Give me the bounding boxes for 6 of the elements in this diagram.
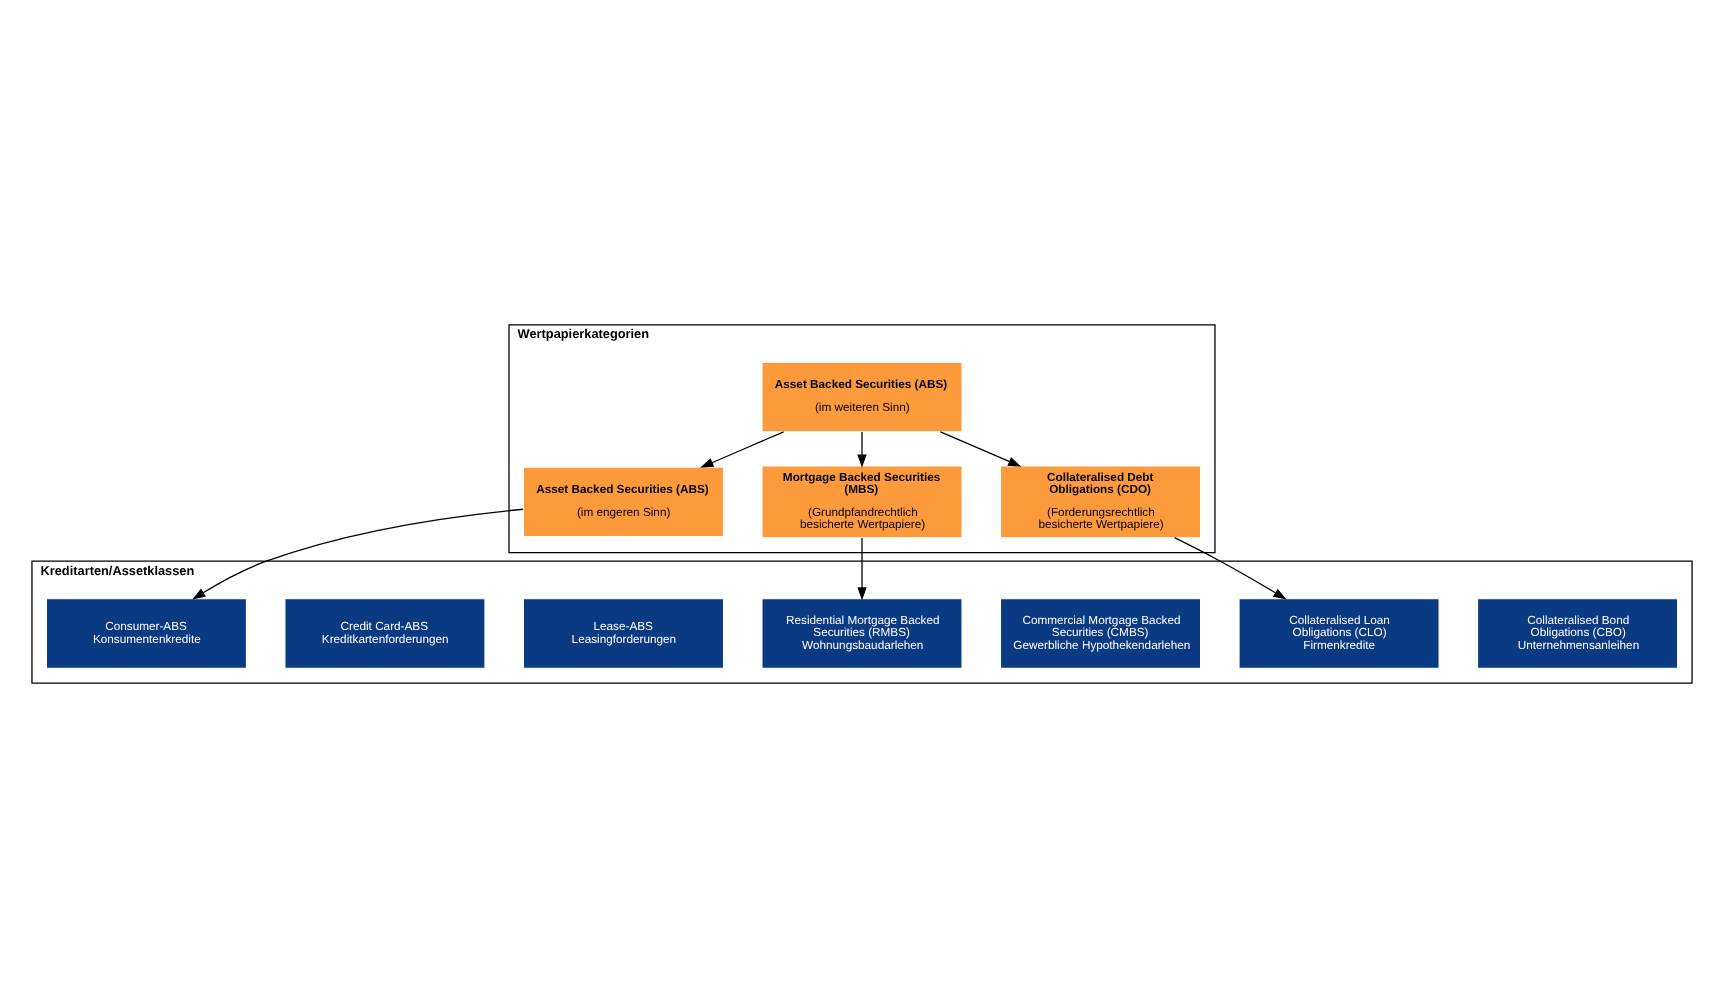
arrow <box>857 431 867 468</box>
arrow <box>700 431 785 468</box>
arrow <box>192 508 524 600</box>
arrow <box>1173 537 1287 600</box>
arrow <box>939 431 1022 467</box>
arrow <box>857 537 867 601</box>
